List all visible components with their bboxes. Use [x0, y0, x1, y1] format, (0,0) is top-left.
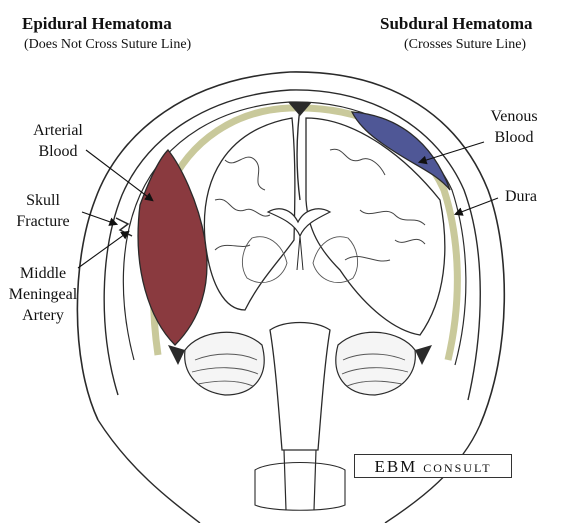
label-skull-line1: Skull — [26, 192, 60, 209]
label-dura: Dura — [505, 188, 537, 205]
lateral-ventricles — [266, 208, 332, 238]
epidural-hematoma — [137, 149, 208, 346]
spinal-cord — [283, 449, 317, 511]
gyri-left — [214, 156, 271, 251]
right-hemisphere — [305, 117, 446, 336]
cerebellum-folia — [191, 353, 409, 387]
logo-secondary-text: CONSULT — [423, 461, 492, 475]
label-arterial-blood: Arterial Blood — [18, 120, 98, 162]
ebm-consult-logo: EBM CONSULT — [354, 454, 512, 478]
label-mma-line1: Middle — [19, 265, 67, 282]
label-mma-line2: Meningeal — [8, 286, 78, 303]
label-middle-meningeal-artery: Middle Meningeal Artery — [2, 263, 84, 326]
pointer-skull-fracture — [81, 211, 119, 226]
transverse-sinus-right — [415, 345, 432, 365]
epidural-subtitle: (Does Not Cross Suture Line) — [24, 37, 192, 52]
basal-ganglia — [241, 236, 359, 283]
neck-right — [384, 424, 481, 523]
subdural-title: Subdural Hematoma — [380, 14, 533, 33]
pointer-mma — [77, 230, 130, 269]
scalp-outline — [76, 71, 506, 426]
logo-primary-text: EBM — [374, 457, 418, 476]
cerebellum-left — [184, 331, 265, 396]
third-ventricle — [296, 235, 304, 271]
label-arterial-line1: Arterial — [33, 122, 83, 139]
vertebra — [254, 461, 346, 511]
neck-left — [97, 419, 201, 523]
label-venous-line1: Venous — [490, 108, 538, 125]
label-arterial-line2: Blood — [38, 143, 78, 160]
label-mma-line3: Artery — [22, 307, 64, 324]
cerebellum-right — [335, 331, 416, 396]
pointer-venous — [417, 141, 485, 165]
transverse-sinus-left — [168, 345, 185, 365]
subdural-hematoma — [350, 111, 451, 191]
pointer-dura — [453, 197, 499, 216]
skull-outer — [103, 89, 481, 401]
brainstem — [269, 321, 331, 451]
label-skull-fracture: Skull Fracture — [2, 190, 84, 232]
label-venous-line2: Blood — [494, 129, 534, 146]
label-venous-blood: Venous Blood — [474, 106, 554, 148]
superior-sinus — [288, 102, 312, 116]
label-skull-line2: Fracture — [16, 213, 70, 230]
gyri-right — [329, 148, 426, 262]
epidural-title: Epidural Hematoma — [22, 14, 172, 33]
pointer-arterial — [85, 149, 154, 202]
subdural-subtitle: (Crosses Suture Line) — [404, 37, 527, 52]
falx — [296, 107, 301, 201]
